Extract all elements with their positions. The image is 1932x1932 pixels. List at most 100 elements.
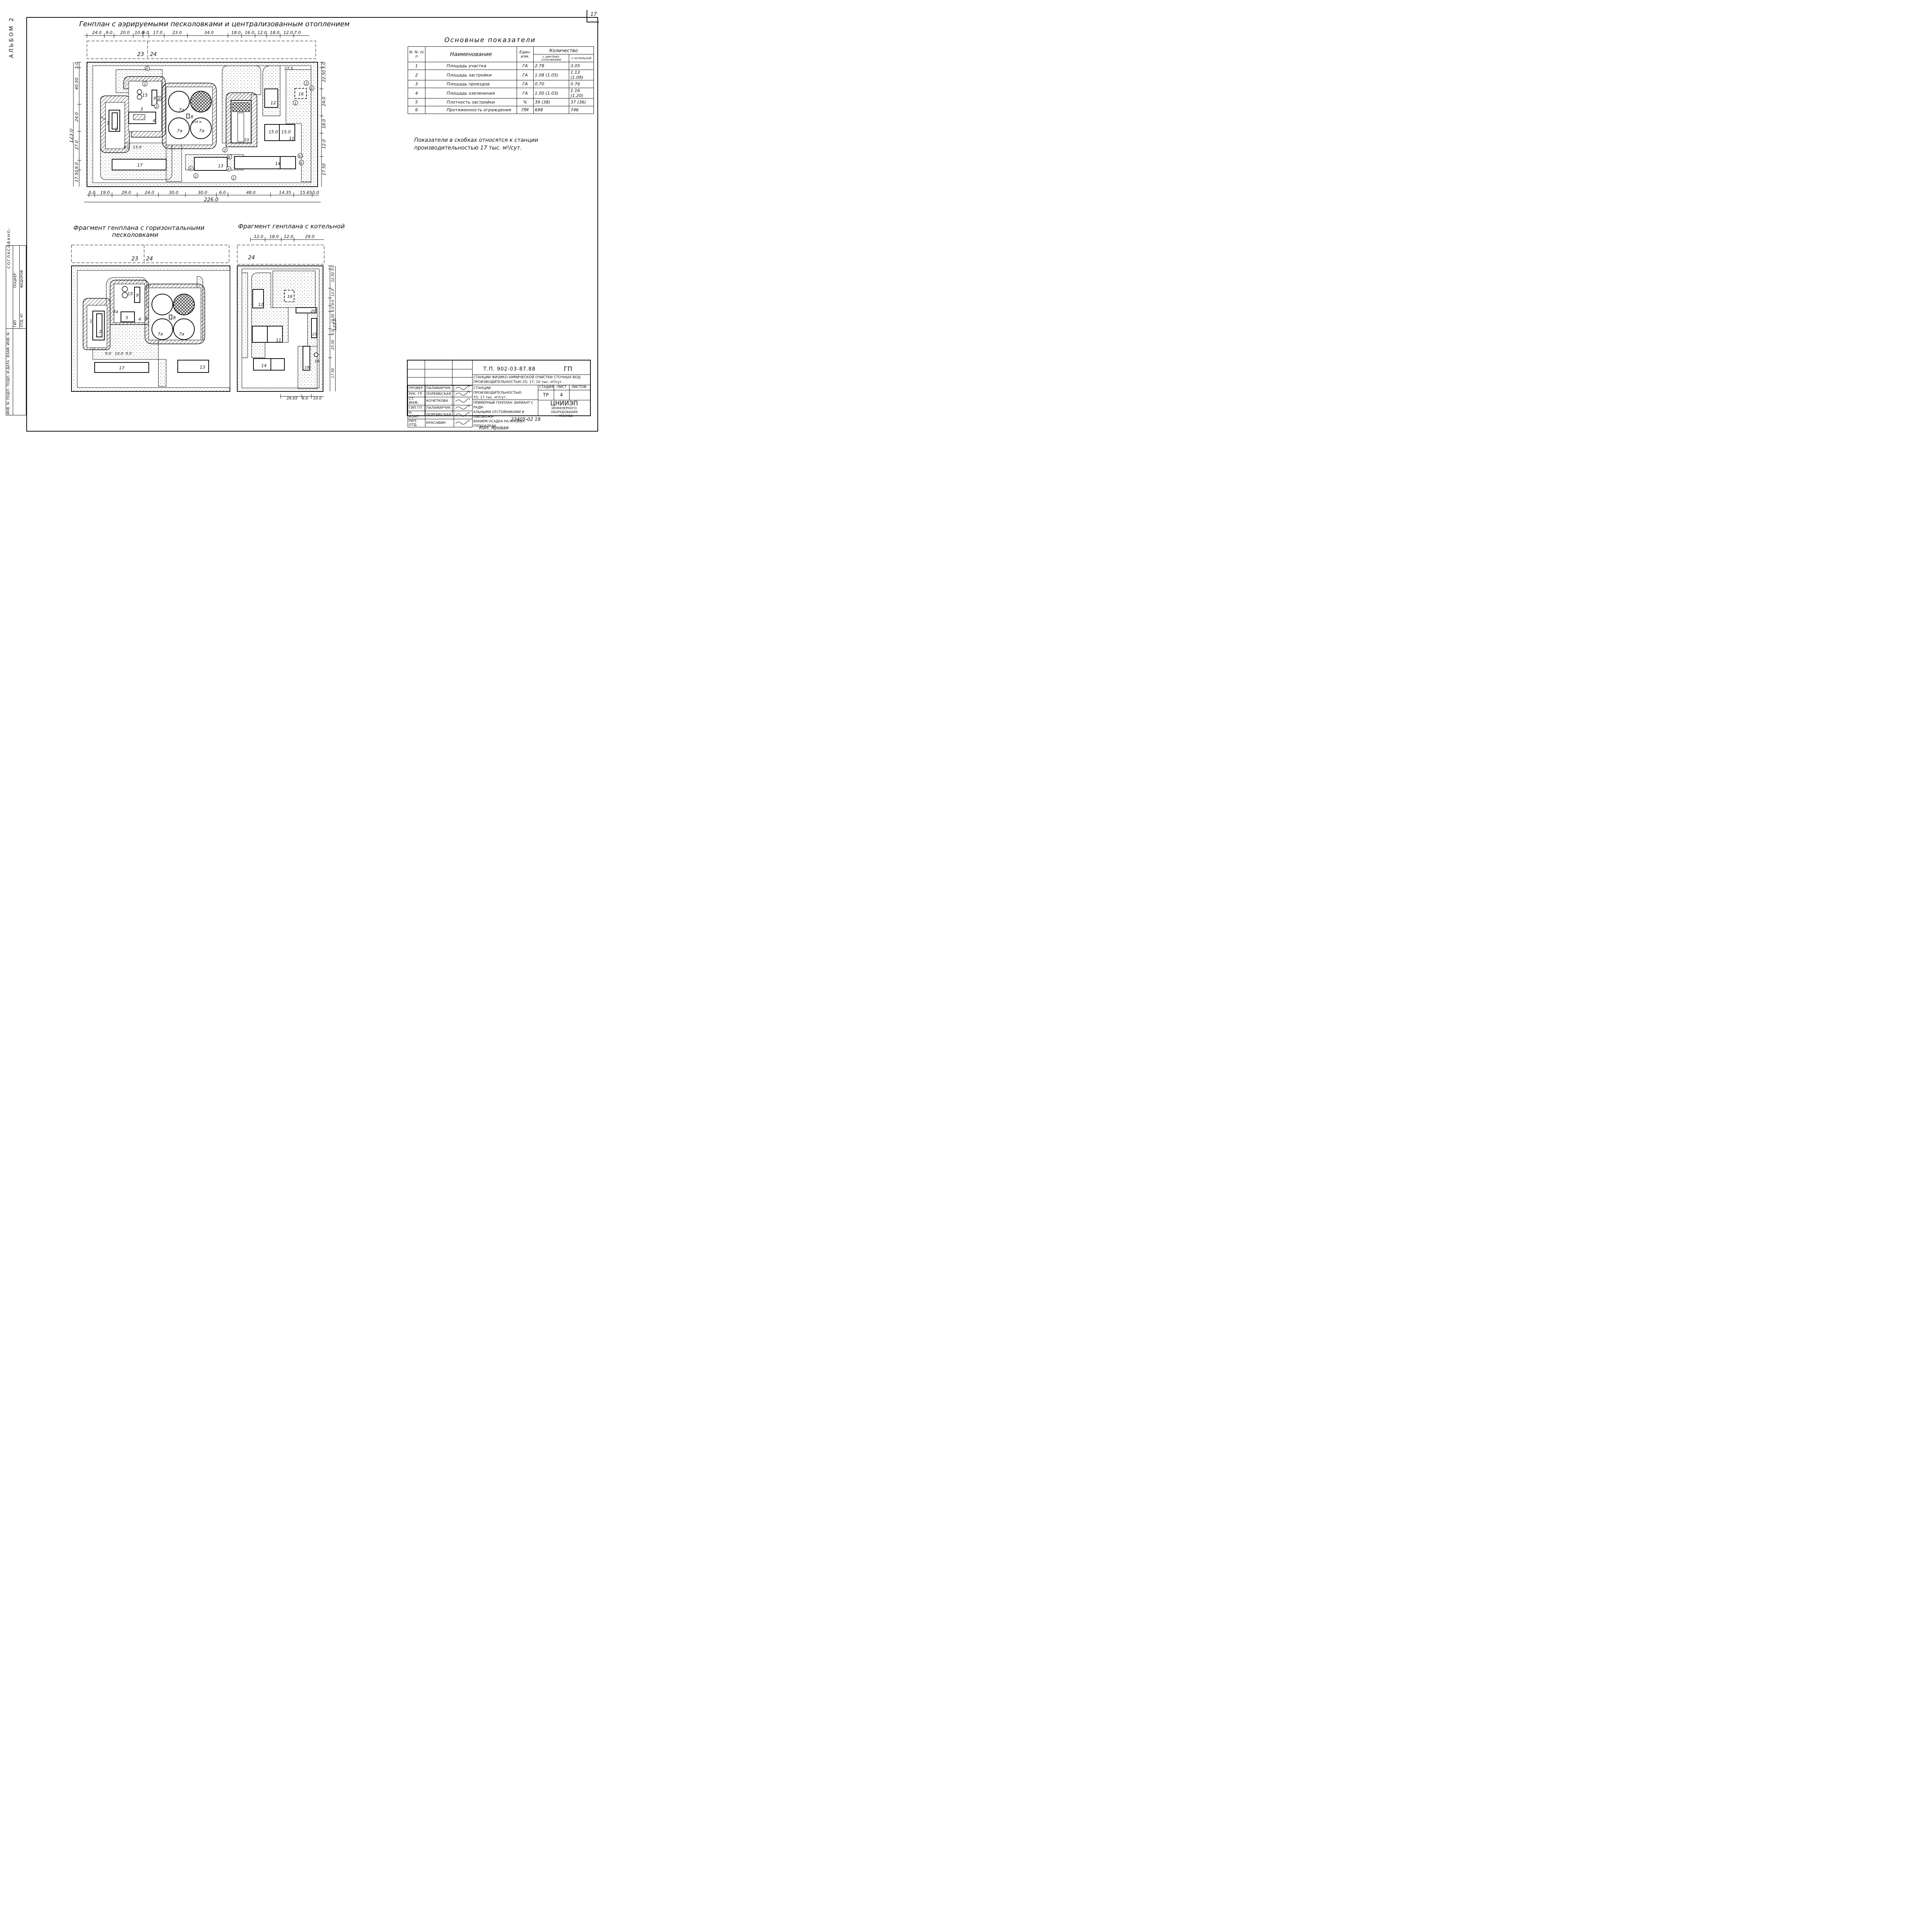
svg-text:2: 2 (99, 329, 102, 334)
total-width-dim: 226.0 (204, 197, 219, 203)
zone-24: 24 (150, 51, 157, 58)
col-unit: Един. изм. (517, 46, 534, 62)
svg-text:13: 13 (218, 163, 223, 168)
fragment2-bottom-dim: 26.65 (287, 396, 298, 400)
signature-row: ПРОВЕР.ПАЛАМАРЧУК (408, 385, 473, 391)
signature-name: ПОРЕМБСКАЯ (425, 411, 454, 419)
indicator-boiler: 3.05 (569, 62, 594, 70)
left-dim: 40.50 (74, 78, 79, 90)
indicator-central: 39 (38) (533, 98, 570, 106)
svg-text:В: В (228, 156, 230, 160)
org-subtitle: ИНЖЕНЕРНОГО ОБОРУДОВАНИЯ (551, 406, 578, 414)
signature-mark (454, 397, 473, 405)
svg-text:17: 17 (137, 163, 143, 168)
indicator-boiler: 0.76 (569, 80, 594, 88)
svg-text:21: 21 (312, 332, 317, 337)
org-city: г. МОСКВА (555, 414, 573, 418)
indicator-n: 4 (408, 88, 425, 99)
signature-name: КРАСАВИН (425, 419, 454, 427)
svg-text:В: В (310, 87, 313, 91)
svg-text:1: 1 (195, 175, 197, 179)
subtitle-line-2: 25; 17 тыс. м³/сут. (473, 396, 507, 400)
top-dim: 20.0 (120, 30, 130, 35)
zone-23: 23 (137, 51, 144, 58)
fragment2-right-dim: 25.50 (331, 340, 335, 350)
svg-text:7а: 7а (158, 332, 163, 337)
approval-stamp: СОГЛАСОВАНО: ГИП ПОЦКЕР ОТД. КГ ФЕДОРОВ … (6, 227, 26, 415)
svg-text:1: 1 (90, 319, 92, 324)
bottom-dim: 24.0 (145, 190, 155, 195)
sheet-number-box: 17 (587, 10, 599, 22)
svg-text:А: А (145, 67, 148, 71)
top-dim: 9.0 (106, 30, 113, 35)
top-dim: 10.0 (135, 30, 145, 35)
signature-mark (454, 419, 473, 427)
right-dim: 24.0 (321, 97, 327, 107)
svg-text:4: 4 (138, 317, 141, 322)
signature-row: НАЧ. ОТД.КРАСАВИН (408, 419, 473, 427)
inv-replacement: ВЗАМ. ИНВ. N: (7, 332, 10, 357)
indicator-name: Площадь участка (425, 62, 517, 70)
right-dim: 22.50 (321, 70, 327, 82)
right-dim: 5.0 (321, 62, 327, 69)
svg-text:ф18 м: ф18 м (192, 120, 202, 124)
indicator-unit: ГА (517, 62, 534, 70)
stage-label: СТАДИЯ (539, 385, 554, 389)
svg-text:4: 4 (153, 118, 155, 123)
indicator-n: 3 (408, 80, 425, 88)
svg-text:16: 16 (287, 294, 293, 299)
album-label: АЛЬБОМ 2 (9, 16, 15, 58)
svg-text:10: 10 (298, 155, 303, 158)
svg-text:2: 2 (155, 105, 158, 109)
left-dim: 5.0 (74, 62, 79, 69)
svg-text:16: 16 (298, 92, 304, 97)
svg-text:2: 2 (115, 127, 118, 132)
indicator-central: 1.08 (1.05) (533, 70, 570, 80)
approval-otd-name: ФЕДОРОВ (20, 270, 24, 288)
sheets-label: ЛИСТОВ (571, 385, 587, 389)
fragment2-top-dim: 12.0 (284, 234, 294, 239)
svg-text:В: В (300, 162, 302, 165)
fragment2-title: Фрагмент генплана с котельной (238, 223, 345, 230)
svg-text:13: 13 (200, 365, 205, 370)
indicator-boiler: 1.13 (1.09) (569, 70, 594, 80)
left-dim: 27.0 (74, 140, 79, 150)
subtitle-line-1: СТАНЦИИ ПРОИЗВОДИТЕЛЬНОСТЬЮ (473, 386, 522, 395)
top-dim: 24.0 (92, 30, 102, 35)
svg-text:А: А (227, 168, 230, 172)
indicator-central: 1.00 (1.03) (533, 88, 570, 99)
svg-text:Б: Б (158, 97, 160, 101)
svg-text:10: 10 (244, 138, 249, 143)
fragment2-right-dim: 6.0 (331, 330, 335, 335)
fragment1-title-1: Фрагмент генплана с горизонтальными (73, 224, 205, 231)
fragment2-right-dim: 22.50 (331, 272, 335, 282)
signature-role: НАЧ. ОТД. (408, 419, 425, 427)
signature-name: КОЧЕТКОВА (425, 397, 454, 405)
svg-text:20: 20 (311, 309, 316, 313)
col-name: Наименование (425, 46, 517, 62)
svg-text:2: 2 (224, 149, 226, 153)
indicator-n: 5 (408, 98, 425, 106)
svg-text:7а: 7а (179, 332, 184, 337)
bottom-dim: 30.0 (169, 190, 179, 195)
svg-text:9: 9 (153, 96, 156, 101)
svg-text:7а: 7а (179, 107, 184, 112)
bottom-dim: 29.0 (122, 190, 131, 195)
bottom-dim: 5.0 (89, 190, 96, 195)
top-dim: 12.0 (257, 30, 267, 35)
col-qty-boiler: с котельной (569, 54, 594, 62)
signature-name: ПАЛАМАРЧУК (425, 405, 454, 411)
svg-text:3: 3 (140, 107, 143, 112)
top-dim: 12.0 (284, 30, 293, 35)
svg-text:15.0: 15.0 (281, 129, 291, 134)
copied-by: Коп. Яровая (479, 425, 509, 430)
left-total-dim: 123.0 (70, 129, 74, 143)
fragment2-right-dim: 17.50 (331, 368, 335, 378)
col-qty-central: с централ. отоплением (533, 54, 570, 62)
indicator-n: 6 (408, 106, 425, 114)
